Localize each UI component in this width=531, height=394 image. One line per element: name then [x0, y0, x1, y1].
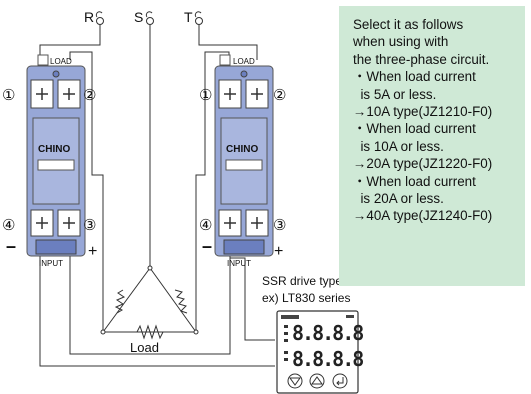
note-line: when using with	[353, 34, 449, 50]
note-line: the three-phase circuit.	[353, 51, 490, 67]
ssr-left-term2: ②	[83, 87, 96, 104]
ssr-right-input-label: INPUT	[227, 259, 251, 268]
ssr-right: LOAD CHINO ① ② ③ ④ – + INPUT	[199, 54, 286, 268]
ssr-right-term3: ③	[273, 217, 286, 234]
phase-r-label: R	[84, 9, 94, 25]
enter-key-icon[interactable]	[332, 373, 348, 389]
note-line: is 20A or less.	[353, 191, 444, 207]
ssr-right-term4: ④	[199, 217, 212, 234]
ssr-right-term1: ①	[199, 87, 212, 104]
note-line: is 10A or less.	[353, 138, 444, 154]
phase-s-label: S	[134, 9, 143, 25]
note-line: Select it as follows	[353, 17, 464, 32]
note-line: is 5A or less.	[353, 86, 437, 102]
controller-sv-display: 8.8.8.8	[292, 347, 363, 371]
up-key-icon[interactable]	[309, 373, 325, 389]
note-line: →40A type(JZ1240-F0)	[353, 208, 493, 224]
ssr-left-plus: +	[88, 243, 97, 260]
note-line: ・When load current	[353, 121, 476, 137]
ssr-left-load-label: LOAD	[50, 57, 72, 66]
down-key-icon[interactable]	[287, 373, 303, 389]
note-line: →20A type(JZ1220-F0)	[353, 156, 493, 172]
ssr-left-term1: ①	[2, 87, 15, 104]
note-line: →10A type(JZ1210-F0)	[353, 104, 493, 120]
load-label: Load	[130, 340, 159, 355]
ssr-left-brand: CHINO	[38, 144, 70, 155]
ssr-right-load-label: LOAD	[233, 57, 255, 66]
note-line: ・When load current	[353, 173, 476, 189]
selection-note: Select it as follows when using with the…	[339, 6, 525, 286]
ssr-right-plus: +	[274, 243, 283, 260]
ssr-left: LOAD CHINO ① ② ③ ④ – + INPUT	[2, 54, 97, 268]
ssr-left-term3: ③	[83, 217, 96, 234]
ssr-left-term4: ④	[2, 217, 15, 234]
controller-caption-2: ex) LT830 series	[262, 291, 350, 305]
ssr-right-brand: CHINO	[226, 144, 258, 155]
controller-pv-display: 8.8.8.8	[292, 321, 363, 345]
delta-load: Load	[100, 265, 199, 355]
phase-terminals: R S T	[84, 9, 203, 25]
ssr-right-minus: –	[202, 236, 212, 256]
phase-t-label: T	[184, 9, 193, 25]
ssr-right-term2: ②	[273, 87, 286, 104]
note-line: ・When load current	[353, 69, 476, 85]
ssr-left-input-label: INPUT	[39, 259, 63, 268]
controller: 8.8.8.8 8.8.8.8	[276, 310, 365, 394]
ssr-left-minus: –	[6, 236, 16, 256]
